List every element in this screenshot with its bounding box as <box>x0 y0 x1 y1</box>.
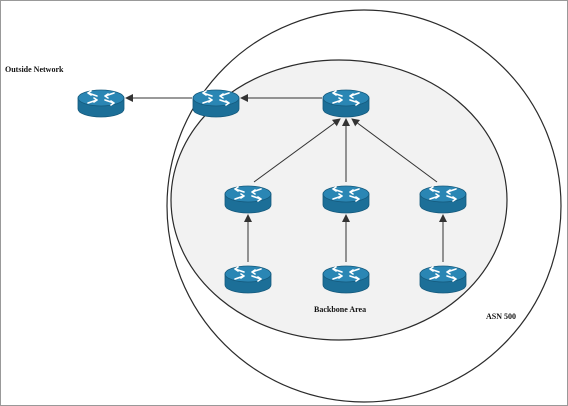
router-icon <box>419 265 467 294</box>
router-icon <box>77 89 125 118</box>
routers <box>77 89 467 294</box>
connection-dist-router-left-to-core-router <box>253 118 341 183</box>
backbone-area-label: Backbone Area <box>314 305 367 314</box>
dist-router-right <box>419 185 467 214</box>
access-router-right <box>419 265 467 294</box>
connection-dist-router-right-to-core-router <box>351 118 438 183</box>
router-icon <box>322 185 370 214</box>
access-router-left <box>224 265 272 294</box>
router-icon <box>192 89 240 118</box>
dist-router-left <box>224 185 272 214</box>
core-router <box>322 89 370 118</box>
border-router <box>192 89 240 118</box>
router-icon <box>322 265 370 294</box>
asn-label: ASN 500 <box>486 312 517 321</box>
router-icon <box>322 89 370 118</box>
connections <box>125 94 447 262</box>
router-icon <box>224 185 272 214</box>
dist-router-center <box>322 185 370 214</box>
access-router-center <box>322 265 370 294</box>
router-icon <box>224 265 272 294</box>
router-icon <box>419 185 467 214</box>
outside-router <box>77 89 125 118</box>
outside-network-label: Outside Network <box>5 65 64 74</box>
